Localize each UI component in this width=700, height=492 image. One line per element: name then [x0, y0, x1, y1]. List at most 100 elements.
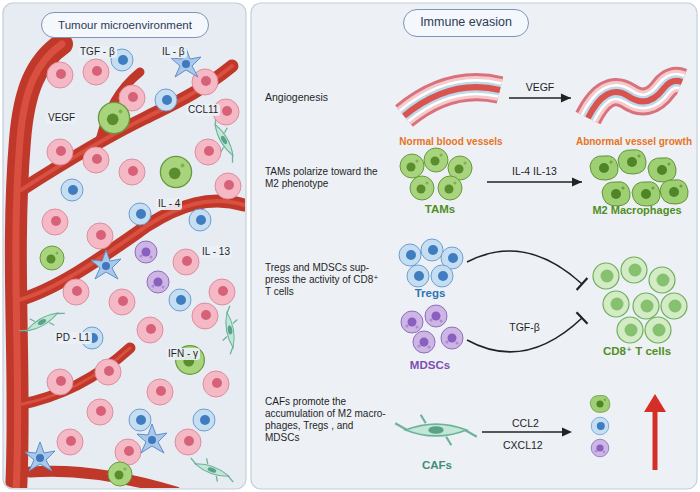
cell-group: TAMs	[395, 146, 485, 216]
m2-macrophage-cell	[632, 182, 660, 206]
inhibition-bar	[576, 312, 587, 324]
cytokine-label: IL - 13	[200, 246, 232, 258]
cytokine-label: VEGF	[46, 112, 77, 124]
treg-cell	[431, 265, 453, 287]
cytokine-label: IL - 4	[156, 198, 182, 210]
connector	[467, 312, 588, 352]
vessel-wall	[404, 87, 500, 116]
chemokine-label: CCL2	[512, 417, 539, 430]
tumour-cell	[203, 371, 229, 397]
immune-cell	[193, 409, 215, 431]
tumour-scene	[16, 44, 244, 488]
cd8-cell	[661, 293, 687, 319]
mdsc-cell	[413, 331, 435, 353]
vessel-layer	[588, 81, 682, 118]
cell-label: Abnormal vessel growth	[576, 136, 692, 149]
caf-cell	[395, 415, 477, 446]
immune-cell	[155, 89, 177, 111]
cd8-cell	[617, 317, 643, 343]
treg-cell	[591, 417, 609, 435]
tam-cell	[438, 176, 462, 200]
panel-heading: Immune evasion	[420, 15, 512, 31]
dendritic-cell	[25, 442, 55, 471]
right-panel	[251, 3, 697, 489]
connector	[487, 178, 582, 187]
vessel-layer	[404, 87, 500, 116]
cell-group: Tregs	[395, 238, 465, 300]
tumour-cell	[47, 369, 73, 395]
cell-group: MDSCs	[395, 304, 465, 372]
m2-macrophage-cell	[590, 156, 618, 180]
immune-cell	[189, 209, 211, 231]
cd8-cell	[621, 257, 647, 283]
vessel-highlight	[16, 44, 244, 488]
increase-arrow	[653, 408, 658, 470]
tumour-cell	[87, 399, 113, 425]
tumour-cell	[175, 429, 201, 455]
cell-group: Normal blood vessels	[395, 66, 507, 148]
cd8-cell	[633, 293, 659, 319]
tam-cell	[400, 154, 424, 178]
cytokine-label: IL - β	[160, 46, 187, 58]
tumour-cell	[57, 429, 83, 455]
cell-label: MDSCs	[410, 358, 450, 372]
m2-macrophage-cell	[602, 182, 630, 206]
tumour-cell	[42, 209, 68, 235]
macrophage-cell	[108, 462, 132, 486]
tumour-cell	[215, 173, 241, 199]
macrophage-cell	[98, 102, 129, 133]
tumour-cell	[47, 62, 73, 88]
m2-macrophage-cell	[660, 180, 688, 204]
tumour-cell	[115, 439, 141, 465]
inhibition-bar	[577, 278, 588, 290]
m2-macrophage-cell	[618, 150, 646, 174]
cell-group: M2 Macrophages	[584, 146, 690, 218]
macrophage-cell	[160, 156, 191, 187]
cytokine-label: PD - L1	[54, 332, 92, 344]
tumour-cell	[47, 139, 73, 165]
edge-label: IL-4 IL-13	[510, 165, 559, 178]
mdsc-cell	[401, 311, 423, 333]
panel-heading: Tumour microenvironment	[58, 18, 192, 32]
row-title: Tregs and MDSCs sup- press the activity …	[265, 262, 385, 298]
mdsc-cell	[147, 271, 169, 293]
connector-line	[467, 251, 582, 284]
header-pill: Tumour microenvironment	[41, 12, 209, 38]
connector-line	[487, 181, 582, 183]
arrow-head	[572, 178, 582, 187]
tumour-cell	[63, 279, 89, 305]
blood-vessel	[16, 44, 244, 488]
mdsc-cell	[591, 439, 609, 457]
tumour-cell	[195, 139, 221, 165]
mdsc-cell	[425, 305, 447, 327]
immune-cell	[129, 409, 151, 431]
treg-cell	[407, 265, 429, 287]
tumour-cell	[109, 289, 135, 315]
normal-vessel	[404, 87, 500, 116]
tumour-cell	[173, 249, 199, 275]
mdsc-cell	[135, 241, 157, 263]
treg-cell	[399, 244, 421, 266]
treg-cell	[421, 239, 443, 261]
cytokine-label: IFN - γ	[166, 348, 200, 360]
row-title: TAMs polarize toward the M2 phenotype	[265, 166, 387, 190]
dendritic-cell	[91, 250, 121, 279]
chemokine-label: CXCL12	[503, 439, 543, 452]
arrow-head	[561, 94, 571, 103]
m2-macrophage-cell	[590, 395, 610, 412]
tumour-cell	[137, 317, 163, 343]
tumour-cell	[87, 223, 113, 249]
arrow-head	[562, 428, 572, 437]
edge-label: VEGF	[524, 81, 557, 94]
row-title: CAFs promote the accumulation of M2 macr…	[265, 396, 387, 444]
row-title: Angiogenesis	[265, 91, 328, 104]
vessel-layer	[588, 81, 682, 118]
cd8-cell	[649, 267, 675, 293]
fibroblast	[186, 453, 237, 486]
tumour-cell	[192, 303, 218, 329]
cell-group: CD8⁺ T cells	[584, 256, 690, 358]
vessel-lumen	[588, 81, 682, 118]
tumour-cell	[119, 159, 145, 185]
